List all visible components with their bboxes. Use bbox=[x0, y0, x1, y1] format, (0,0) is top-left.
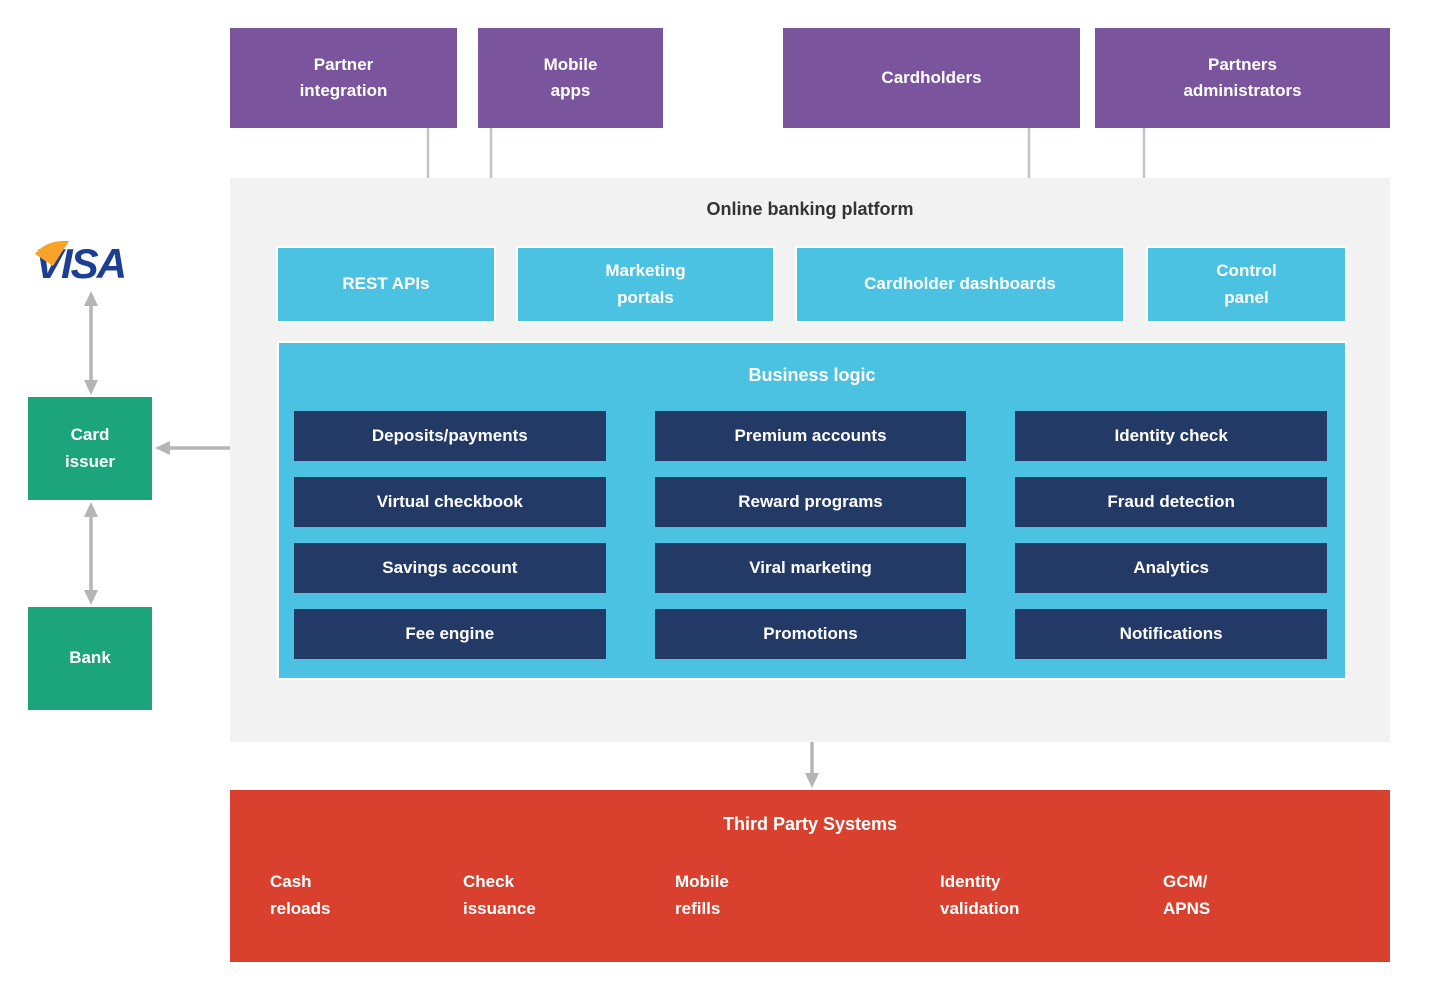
visa-logo: VISA bbox=[33, 240, 148, 293]
service-control-panel: Control panel bbox=[1146, 246, 1347, 323]
tp-item-label: reloads bbox=[270, 899, 331, 919]
actor-label: Cardholders bbox=[881, 67, 982, 87]
service-cardholder-dashboards: Cardholder dashboards bbox=[795, 246, 1125, 323]
tp-item-gcm-apns: GCM/ APNS bbox=[1163, 868, 1210, 922]
tp-item-label: Mobile bbox=[675, 872, 729, 891]
actor-drop-lines bbox=[426, 128, 1146, 178]
module-promotions: Promotions bbox=[654, 609, 967, 659]
card-issuer-box: Card issuer bbox=[28, 397, 152, 500]
third-party-title: Third Party Systems bbox=[722, 814, 898, 834]
actor-label: Mobile bbox=[543, 54, 598, 74]
visa-flag-icon bbox=[35, 240, 69, 266]
tp-item-mobile-refills: Mobile refills bbox=[675, 868, 729, 922]
module-fee-engine: Fee engine bbox=[294, 609, 606, 659]
tp-item-label: refills bbox=[675, 899, 721, 919]
module-deposits-payments: Deposits/payments bbox=[294, 411, 606, 461]
service-label: Marketing bbox=[605, 261, 686, 281]
service-label: portals bbox=[617, 287, 674, 307]
tp-item-identity-validation: Identity validation bbox=[940, 868, 1019, 922]
actor-partner-integration: Partner integration bbox=[230, 28, 457, 128]
module-virtual-checkbook: Virtual checkbook bbox=[294, 477, 606, 527]
service-label: Control bbox=[1216, 261, 1277, 281]
service-label: panel bbox=[1224, 287, 1269, 307]
online-banking-platform-panel: Online banking platform REST APIs Market… bbox=[230, 178, 1390, 742]
module-savings-account: Savings account bbox=[294, 543, 606, 593]
module-viral-marketing: Viral marketing bbox=[654, 543, 967, 593]
actor-label: administrators bbox=[1183, 81, 1302, 100]
actor-partners-administrators: Partners administrators bbox=[1095, 28, 1390, 128]
tp-item-label: Cash bbox=[270, 872, 312, 891]
tp-item-label: APNS bbox=[1163, 899, 1211, 919]
actor-label: Partner bbox=[313, 54, 374, 74]
business-logic-panel: Business logic Deposits/payments Premium… bbox=[277, 341, 1347, 680]
tp-item-check-issuance: Check issuance bbox=[463, 868, 536, 922]
card-issuer-label: issuer bbox=[64, 451, 116, 471]
tp-item-label: Check bbox=[463, 872, 515, 891]
cardissuer-bank-connector bbox=[84, 502, 98, 605]
tp-item-label: Identity bbox=[940, 872, 1001, 891]
service-marketing-portals: Marketing portals bbox=[516, 246, 775, 323]
tp-item-label: validation bbox=[940, 899, 1020, 919]
business-logic-grid: Deposits/payments Premium accounts Ident… bbox=[294, 411, 1327, 659]
service-label: Cardholder dashboards bbox=[864, 274, 1056, 294]
bank-label: Bank bbox=[69, 648, 111, 668]
module-reward-programs: Reward programs bbox=[654, 477, 967, 527]
tp-item-label: issuance bbox=[463, 899, 536, 919]
tp-item-cash-reloads: Cash reloads bbox=[270, 868, 330, 922]
actor-cardholders: Cardholders bbox=[783, 28, 1080, 128]
module-notifications: Notifications bbox=[1015, 609, 1327, 659]
visa-cardissuer-connector bbox=[84, 291, 98, 395]
tp-item-label: GCM/ bbox=[1163, 872, 1208, 891]
card-issuer-label: Card bbox=[70, 425, 110, 445]
bank-box: Bank bbox=[28, 607, 152, 710]
module-premium-accounts: Premium accounts bbox=[654, 411, 967, 461]
third-party-systems-panel: Third Party Systems Cash reloads Check i… bbox=[230, 790, 1390, 962]
actor-label: Partners bbox=[1208, 54, 1277, 74]
module-identity-check: Identity check bbox=[1015, 411, 1327, 461]
module-analytics: Analytics bbox=[1015, 543, 1327, 593]
module-fraud-detection: Fraud detection bbox=[1015, 477, 1327, 527]
actor-label: integration bbox=[299, 81, 388, 100]
business-logic-title: Business logic bbox=[748, 365, 876, 385]
platform-title: Online banking platform bbox=[706, 199, 914, 219]
actor-mobile-apps: Mobile apps bbox=[478, 28, 663, 128]
service-label: REST APIs bbox=[342, 274, 430, 294]
actor-label: apps bbox=[550, 81, 591, 100]
service-rest-apis: REST APIs bbox=[276, 246, 496, 323]
